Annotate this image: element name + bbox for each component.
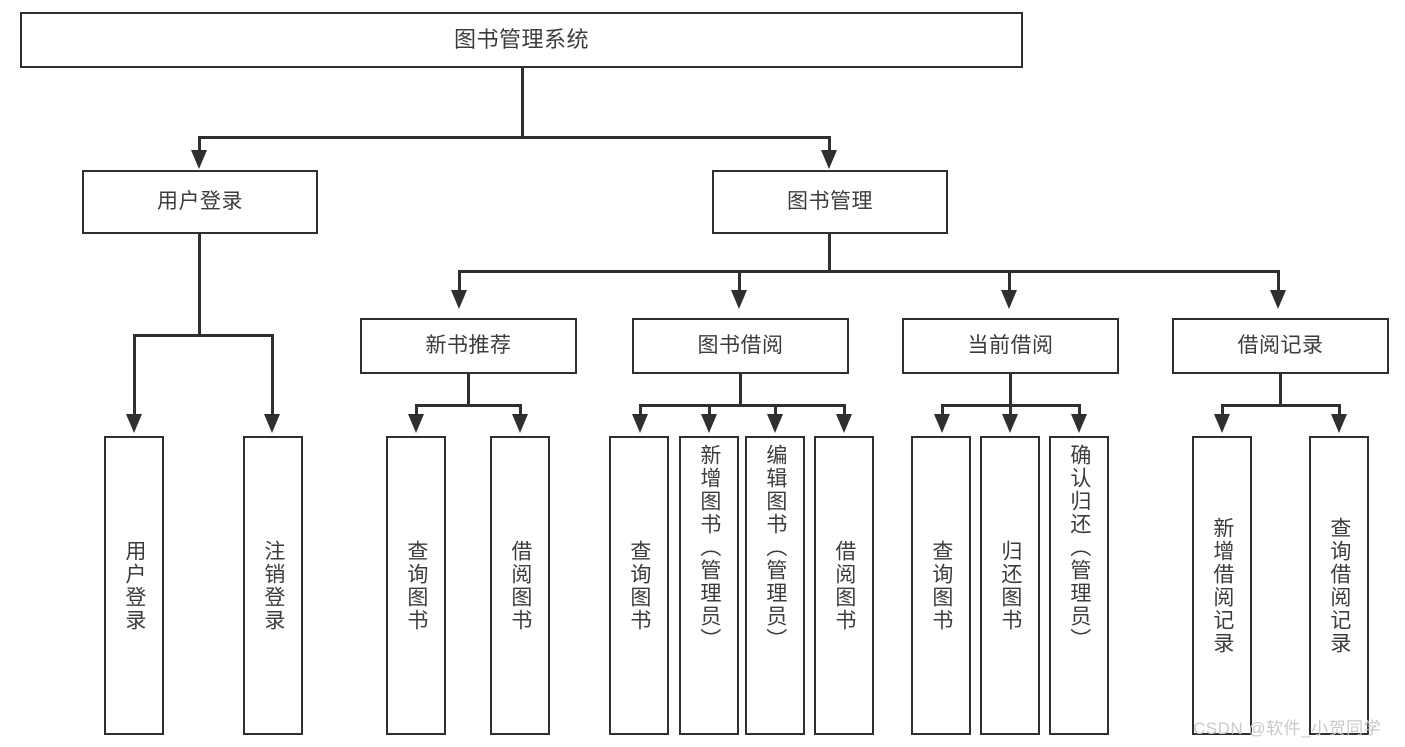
edge-new-book-recommend-drop-2 xyxy=(519,404,522,418)
edge-current-borrow-stem xyxy=(1009,374,1012,406)
edge-level3-bus xyxy=(458,270,1280,273)
node-current-borrow-label: 当前借阅 xyxy=(967,333,1054,357)
node-root-label: 图书管理系统 xyxy=(453,27,589,53)
edge-book-borrow-drop-4 xyxy=(843,404,846,418)
csdn-watermark: CSDN @软件_小贺同学 xyxy=(1193,719,1382,738)
node-leaf-user-login[interactable]: 用户登录 xyxy=(104,436,164,735)
edge-current-borrow-drop-1 xyxy=(941,404,944,418)
edge-current-borrow-drop-3 xyxy=(1078,404,1081,418)
edge-drop-new-book-recommend xyxy=(458,270,461,294)
node-leaf-edit-book-label: 编辑图书（管理员） xyxy=(763,444,787,651)
node-leaf-query-record[interactable]: 查询借阅记录 xyxy=(1309,436,1369,735)
arrow-user-login xyxy=(191,150,207,169)
arrow-leaf-borrow-book-2 xyxy=(836,414,852,433)
edge-drop-user-login xyxy=(198,136,201,155)
arrow-leaf-confirm-return xyxy=(1071,414,1087,433)
node-leaf-return-book-label: 归还图书 xyxy=(998,539,1022,632)
node-leaf-borrow-book-1[interactable]: 借阅图书 xyxy=(490,436,550,735)
edge-book-borrow-drop-3 xyxy=(774,404,777,418)
node-leaf-query-book-2[interactable]: 查询图书 xyxy=(609,436,669,735)
edge-book-borrow-drop-2 xyxy=(708,404,711,418)
edge-borrow-record-bus xyxy=(1221,404,1340,407)
node-leaf-query-record-label: 查询借阅记录 xyxy=(1327,516,1351,655)
node-user-login-label: 用户登录 xyxy=(157,189,243,213)
arrow-leaf-borrow-book-1 xyxy=(512,414,528,433)
arrow-leaf-user-logout xyxy=(264,414,280,433)
node-leaf-add-record-label: 新增借阅记录 xyxy=(1210,516,1234,655)
node-leaf-return-book[interactable]: 归还图书 xyxy=(980,436,1040,735)
edge-level2-bus xyxy=(198,136,830,139)
edge-user-login-drop-2 xyxy=(271,334,274,418)
node-leaf-borrow-book-2[interactable]: 借阅图书 xyxy=(814,436,874,735)
node-leaf-query-book-3-label: 查询图书 xyxy=(929,539,953,632)
edge-drop-book-management xyxy=(828,136,831,155)
node-new-book-recommend-label: 新书推荐 xyxy=(425,333,512,357)
node-leaf-query-book-1-label: 查询图书 xyxy=(404,539,428,632)
edge-drop-current-borrow xyxy=(1008,270,1011,294)
edge-borrow-record-drop-1 xyxy=(1221,404,1224,418)
node-leaf-borrow-book-1-label: 借阅图书 xyxy=(508,539,532,632)
node-book-borrow-label: 图书借阅 xyxy=(697,333,784,357)
arrow-leaf-query-book-2 xyxy=(632,414,648,433)
node-leaf-confirm-return-label: 确认归还（管理员） xyxy=(1067,444,1091,651)
edge-user-login-drop-1 xyxy=(133,334,136,418)
node-leaf-add-record[interactable]: 新增借阅记录 xyxy=(1192,436,1252,735)
edge-new-book-recommend-stem xyxy=(467,374,470,406)
edge-user-login-stem xyxy=(198,234,201,336)
edge-root-stem xyxy=(521,68,524,137)
arrow-leaf-add-record xyxy=(1214,414,1230,433)
node-leaf-add-book[interactable]: 新增图书（管理员） xyxy=(679,436,739,735)
node-book-management-label: 图书管理 xyxy=(787,189,873,213)
node-leaf-confirm-return[interactable]: 确认归还（管理员） xyxy=(1049,436,1109,735)
node-borrow-record-label: 借阅记录 xyxy=(1237,333,1324,357)
node-leaf-query-book-3[interactable]: 查询图书 xyxy=(911,436,971,735)
node-leaf-edit-book[interactable]: 编辑图书（管理员） xyxy=(745,436,805,735)
arrow-book-management xyxy=(821,150,837,169)
node-new-book-recommend[interactable]: 新书推荐 xyxy=(360,318,577,374)
edge-book-borrow-drop-1 xyxy=(639,404,642,418)
edge-drop-book-borrow xyxy=(738,270,741,294)
edge-drop-borrow-record xyxy=(1277,270,1280,294)
arrow-leaf-add-book xyxy=(701,414,717,433)
node-leaf-user-logout-label: 注销登录 xyxy=(261,539,285,632)
edge-current-borrow-drop-2 xyxy=(1009,404,1012,418)
arrow-book-borrow xyxy=(731,290,747,309)
node-leaf-query-book-2-label: 查询图书 xyxy=(627,539,651,632)
node-leaf-user-logout[interactable]: 注销登录 xyxy=(243,436,303,735)
node-root[interactable]: 图书管理系统 xyxy=(20,12,1023,68)
arrow-leaf-user-login xyxy=(126,414,142,433)
node-leaf-add-book-label: 新增图书（管理员） xyxy=(697,444,721,651)
edge-borrow-record-stem xyxy=(1279,374,1282,406)
node-book-borrow[interactable]: 图书借阅 xyxy=(632,318,849,374)
edge-new-book-recommend-drop-1 xyxy=(415,404,418,418)
arrow-leaf-edit-book xyxy=(767,414,783,433)
node-book-management[interactable]: 图书管理 xyxy=(712,170,948,234)
edge-book-borrow-bus xyxy=(639,404,845,407)
edge-borrow-record-drop-2 xyxy=(1338,404,1341,418)
node-leaf-borrow-book-2-label: 借阅图书 xyxy=(832,539,856,632)
node-leaf-query-book-1[interactable]: 查询图书 xyxy=(386,436,446,735)
arrow-new-book-recommend xyxy=(451,290,467,309)
arrow-leaf-query-record xyxy=(1331,414,1347,433)
arrow-leaf-return-book xyxy=(1002,414,1018,433)
node-borrow-record[interactable]: 借阅记录 xyxy=(1172,318,1389,374)
edge-new-book-recommend-bus xyxy=(415,404,521,407)
edge-user-login-bus xyxy=(133,334,273,337)
node-user-login[interactable]: 用户登录 xyxy=(82,170,318,234)
edge-book-borrow-stem xyxy=(739,374,742,406)
node-current-borrow[interactable]: 当前借阅 xyxy=(902,318,1119,374)
arrow-borrow-record xyxy=(1270,290,1286,309)
arrow-current-borrow xyxy=(1001,290,1017,309)
node-leaf-user-login-label: 用户登录 xyxy=(122,539,146,632)
arrow-leaf-query-book-1 xyxy=(408,414,424,433)
edge-book-management-stem xyxy=(828,234,831,272)
arrow-leaf-query-book-3 xyxy=(934,414,950,433)
